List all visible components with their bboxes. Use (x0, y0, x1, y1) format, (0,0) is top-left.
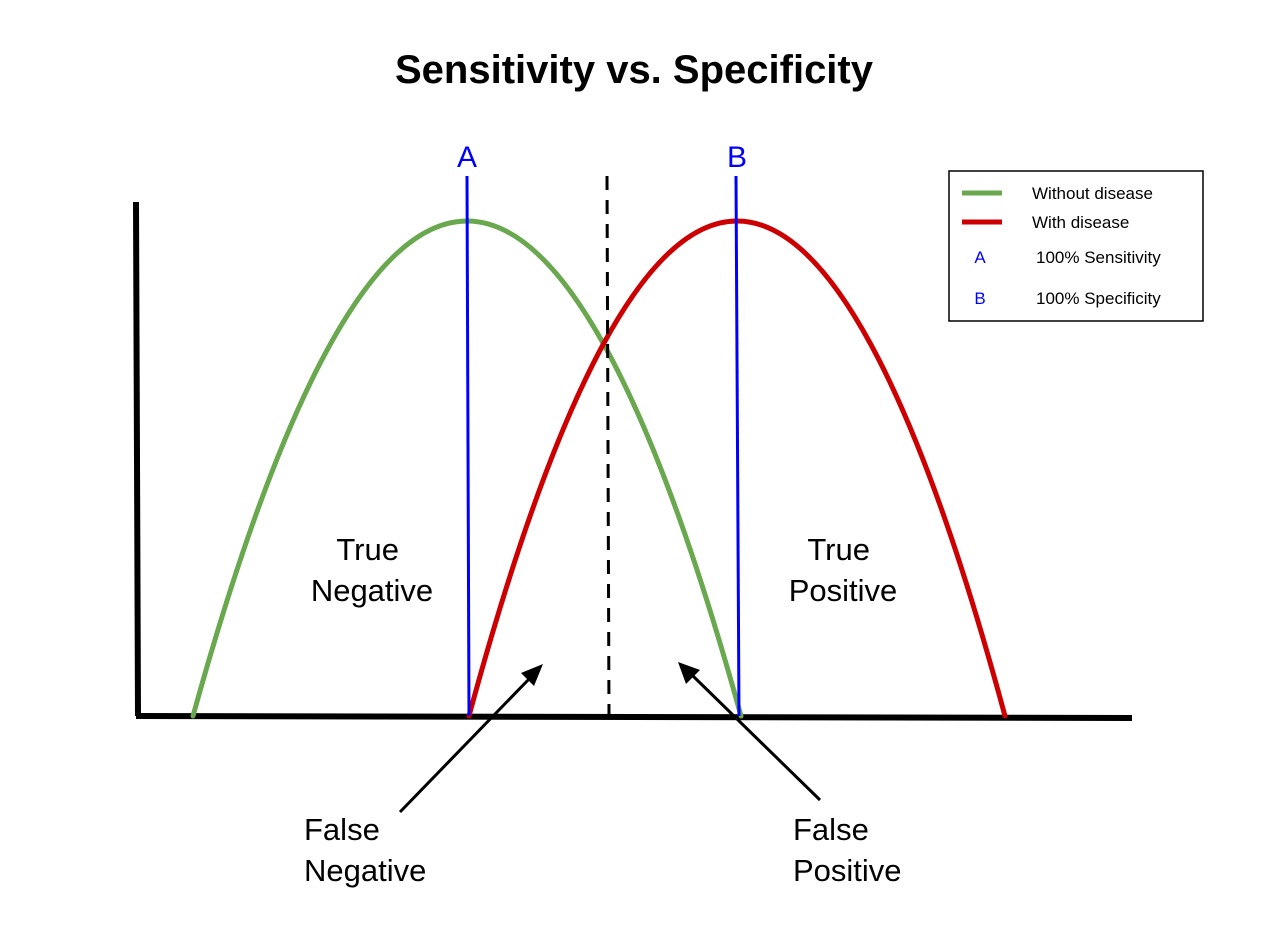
false-negative-label: False Negative (304, 812, 426, 888)
cutoff-line-b (734, 175, 741, 717)
legend-b-label: 100% Specificity (1036, 289, 1161, 308)
false-negative-arrow (398, 664, 543, 814)
false-positive-arrow-shaft (691, 674, 822, 802)
threshold-dashed-line (605, 175, 611, 717)
false-negative-arrowhead (521, 664, 543, 686)
legend-with-disease-label: With disease (1032, 213, 1129, 232)
legend-box (948, 170, 1204, 322)
y-axis (133, 201, 141, 717)
legend: Without disease With disease A 100% Sens… (948, 170, 1204, 322)
cutoff-line-a (465, 175, 471, 717)
true-positive-line-1: True (807, 532, 870, 567)
true-positive-line-2: Positive (789, 573, 898, 608)
legend-a-label: 100% Sensitivity (1036, 248, 1161, 267)
false-positive-line-2: Positive (793, 853, 902, 888)
marker-label-a: A (457, 141, 477, 174)
true-negative-line-2: Negative (311, 573, 433, 608)
false-negative-line-1: False (304, 812, 380, 847)
diagram-title: Sensitivity vs. Specificity (395, 48, 874, 92)
true-positive-label: True Positive (789, 532, 898, 608)
true-negative-label: True Negative (311, 532, 433, 608)
false-positive-arrow (678, 662, 822, 802)
legend-without-disease-label: Without disease (1032, 184, 1153, 203)
false-positive-arrowhead (678, 662, 700, 684)
false-positive-label: False Positive (793, 812, 902, 888)
false-negative-line-2: Negative (304, 853, 426, 888)
marker-label-b: B (727, 141, 747, 174)
false-negative-arrow-shaft (398, 676, 532, 814)
x-axis (135, 713, 1133, 721)
false-positive-line-1: False (793, 812, 869, 847)
true-negative-line-1: True (336, 532, 399, 567)
legend-a-key: A (974, 248, 986, 267)
legend-b-key: B (974, 289, 985, 308)
